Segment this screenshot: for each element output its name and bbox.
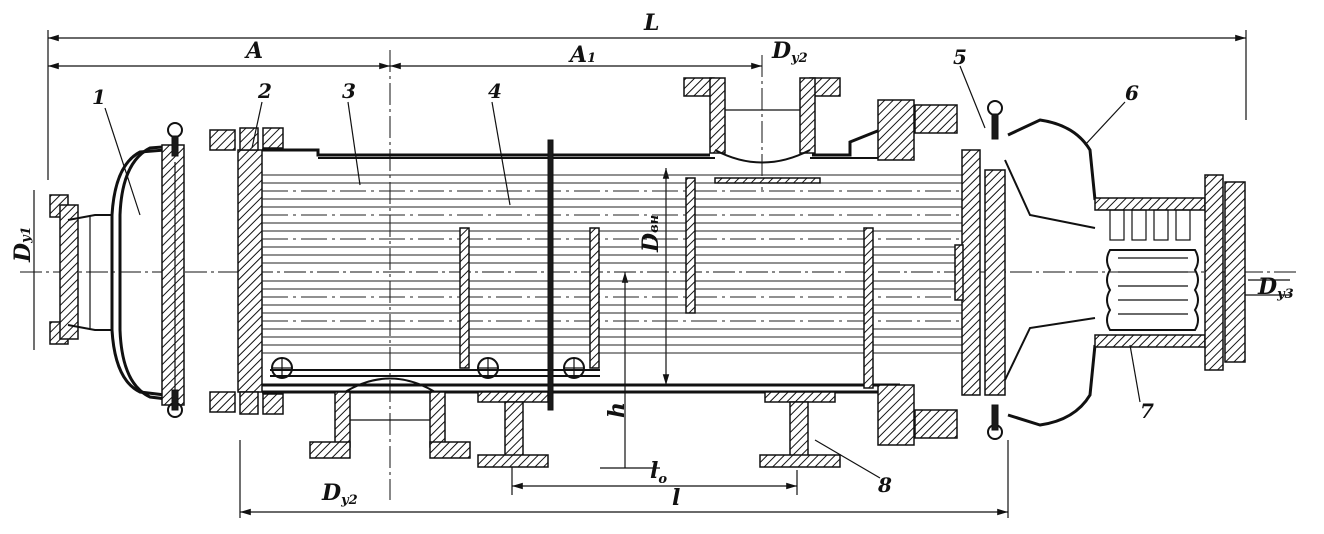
label-l0: lo: [650, 458, 667, 487]
label-Dvn: Dвн: [638, 215, 664, 253]
part-label-1: 1: [92, 85, 106, 109]
label-l: l: [672, 485, 680, 511]
left-head: [49, 122, 236, 418]
part-label-8: 8: [877, 473, 892, 497]
tube-bundle: [262, 174, 980, 379]
label-L: L: [643, 10, 659, 36]
left-tubesheet: [237, 127, 284, 415]
baffles: [459, 139, 874, 411]
label-dy2-top: Dy2: [771, 38, 808, 66]
label-dy1: Dy1: [10, 226, 36, 263]
leader-lines: [104, 65, 1290, 479]
label-h: h: [604, 402, 630, 418]
part-label-5: 5: [953, 45, 967, 69]
nozzle-labels: Dy1 Dy2 Dy2 Dy3: [10, 38, 1294, 508]
part-label-6: 6: [1125, 81, 1139, 105]
part-label-4: 4: [488, 79, 502, 103]
part-label-7: 7: [1140, 399, 1154, 423]
dimension-lines: [33, 30, 1290, 518]
label-A1: A1: [568, 42, 596, 68]
compensator: [1094, 174, 1246, 371]
part-number-labels: 1 2 3 4 5 6 7 8: [92, 45, 1154, 497]
part-label-2: 2: [257, 79, 272, 103]
supports: [477, 391, 841, 468]
right-floating-head: [914, 100, 1097, 440]
dimension-labels: L A A1 lo l h Dвн: [244, 10, 680, 511]
top-nozzle: [683, 77, 841, 164]
label-dy3: Dy3: [1257, 274, 1294, 302]
center-lines: [20, 50, 1300, 500]
label-A: A: [244, 38, 263, 64]
label-dy2-bottom: Dy2: [321, 480, 358, 508]
part-label-3: 3: [342, 79, 356, 103]
bottom-nozzle: [309, 377, 471, 459]
